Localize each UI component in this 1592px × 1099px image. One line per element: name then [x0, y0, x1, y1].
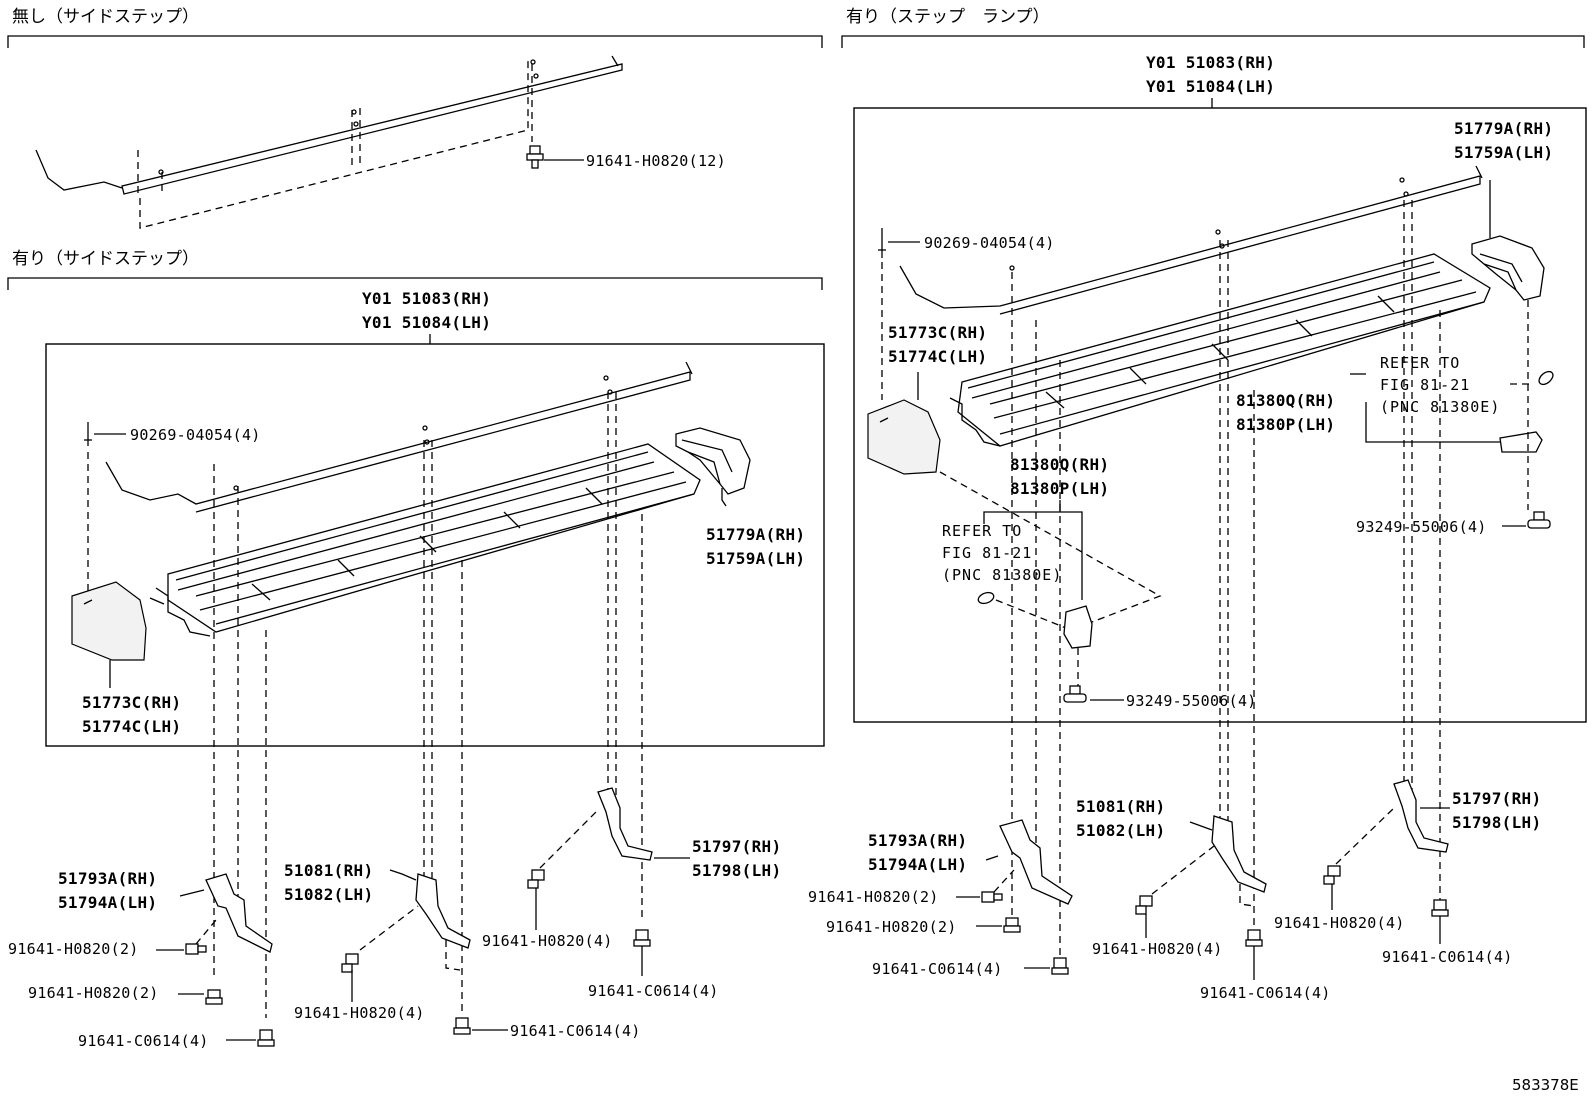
section-bracket-with-lamp	[841, 35, 1585, 48]
bolt-icon	[453, 1017, 471, 1035]
part-number-bolt-c-a: 91641-C0614(4)	[78, 1032, 209, 1050]
part-number-bracket-b-lamp-rh: 51081(RH)	[1076, 797, 1165, 816]
bolt-icon	[981, 891, 1003, 903]
lamp-bolt-icon	[1527, 511, 1551, 529]
part-number-end-rear-lamp-rh: 51773C(RH)	[888, 323, 987, 342]
section-title-no-step: 無し（サイドステップ）	[12, 7, 199, 27]
section-title-with-lamp: 有り（ステップ ランプ）	[846, 7, 1050, 27]
part-number-bracket-c-lh: 51798(LH)	[692, 861, 781, 880]
step-bracket-b	[415, 873, 471, 949]
part-number-end-rear-lh: 51774C(LH)	[82, 717, 181, 736]
part-number-bracket-a-rh: 51793A(RH)	[58, 869, 157, 888]
side-step-board	[149, 443, 701, 637]
screw-icon	[84, 422, 92, 446]
refer-note-2-line1: REFER TO	[942, 522, 1022, 540]
section-bracket-no-step	[7, 35, 823, 48]
figure-code: 583378E	[1512, 1076, 1579, 1094]
bolt-icon	[1051, 957, 1069, 975]
bolt-icon	[205, 989, 223, 1005]
step-bracket-b-lamp	[1211, 815, 1267, 893]
part-number-bolt-c-lamp-a: 91641-C0614(4)	[872, 960, 1003, 978]
bolt-icon	[1003, 917, 1021, 933]
part-number-bolt-h-a1: 91641-H0820(2)	[8, 940, 139, 958]
part-number-bracket-a-lh: 51794A(LH)	[58, 893, 157, 912]
bolt-icon	[633, 929, 651, 947]
part-number-bracket-b-lh: 51082(LH)	[284, 885, 373, 904]
part-number-lamp-front-rh: 81380Q(RH)	[1236, 391, 1335, 410]
part-number-bracket-c-lamp-lh: 51798(LH)	[1452, 813, 1541, 832]
part-number-lamp-bolt-rear: 93249-55006(4)	[1126, 692, 1257, 710]
part-number-bolt-h-c: 91641-H0820(4)	[482, 932, 613, 950]
part-number-bolt-12: 91641-H0820(12)	[586, 152, 726, 170]
part-number-bolt-c-c: 91641-C0614(4)	[588, 982, 719, 1000]
part-number-bolt-h-lamp-b: 91641-H0820(4)	[1092, 940, 1223, 958]
lamp-bolt-icon	[1063, 685, 1087, 703]
part-number-bolt-c-lamp-b: 91641-C0614(4)	[1200, 984, 1331, 1002]
bolt-icon	[526, 145, 544, 169]
refer-note-2-line3: (PNC 81380E)	[942, 566, 1062, 584]
part-number-screw: 90269-04054(4)	[130, 426, 261, 444]
step-bracket-c	[597, 787, 653, 861]
part-number-bolt-h-lamp-c: 91641-H0820(4)	[1274, 914, 1405, 932]
part-number-bolt-h-lamp-a2: 91641-H0820(2)	[826, 918, 957, 936]
step-bracket-a-lamp	[999, 819, 1073, 905]
assembly-frame-with-step	[45, 343, 825, 747]
part-number-bracket-b-rh: 51081(RH)	[284, 861, 373, 880]
step-end-cap-front	[675, 427, 751, 495]
bolt-icon	[257, 1029, 275, 1047]
bolt-icon	[1323, 865, 1341, 885]
bolt-icon	[1135, 895, 1153, 915]
part-number-bolt-c-lamp-c: 91641-C0614(4)	[1382, 948, 1513, 966]
part-number-lamp-rear-lh: 81380P(LH)	[1010, 479, 1109, 498]
bolt-icon	[1245, 929, 1263, 947]
part-number-end-front-lh: 51759A(LH)	[706, 549, 805, 568]
step-bracket-a	[205, 873, 273, 953]
part-number-end-front-lamp-lh: 51759A(LH)	[1454, 143, 1553, 162]
part-number-bracket-c-rh: 51797(RH)	[692, 837, 781, 856]
rocker-rail-no-step	[35, 55, 623, 229]
part-number-bracket-a-lamp-rh: 51793A(RH)	[868, 831, 967, 850]
step-lamp-rear	[1063, 605, 1093, 649]
part-number-bolt-c-b: 91641-C0614(4)	[510, 1022, 641, 1040]
step-lamp-front	[1499, 431, 1543, 453]
part-number-bracket-b-lamp-lh: 51082(LH)	[1076, 821, 1165, 840]
step-end-cap-rear-lamp	[867, 399, 941, 475]
rocker-panel-line-lamp	[899, 175, 1481, 315]
bolt-icon	[1431, 899, 1449, 917]
part-number-bracket-a-lamp-lh: 51794A(LH)	[868, 855, 967, 874]
part-number-lamp-rear-rh: 81380Q(RH)	[1010, 455, 1109, 474]
lamp-bulb-icon	[977, 591, 995, 605]
refer-note-1-line1: REFER TO	[1380, 354, 1460, 372]
part-number-end-front-rh: 51779A(RH)	[706, 525, 805, 544]
assembly-number-lh: Y01 51084(LH)	[362, 313, 491, 332]
assembly-number-lamp-rh: Y01 51083(RH)	[1146, 53, 1275, 72]
part-number-end-rear-lamp-lh: 51774C(LH)	[888, 347, 987, 366]
part-number-bolt-h-a2: 91641-H0820(2)	[28, 984, 159, 1002]
bolt-icon	[185, 943, 207, 955]
part-number-lamp-front-lh: 81380P(LH)	[1236, 415, 1335, 434]
part-number-lamp-bolt-front: 93249-55006(4)	[1356, 518, 1487, 536]
assembly-number-rh: Y01 51083(RH)	[362, 289, 491, 308]
assembly-number-lamp-lh: Y01 51084(LH)	[1146, 77, 1275, 96]
bolt-icon	[527, 869, 545, 889]
refer-note-1-line2: FIG 81-21	[1380, 376, 1470, 394]
part-number-bracket-c-lamp-rh: 51797(RH)	[1452, 789, 1541, 808]
part-number-end-rear-rh: 51773C(RH)	[82, 693, 181, 712]
part-number-bolt-h-b: 91641-H0820(4)	[294, 1004, 425, 1022]
section-bracket-with-step	[7, 277, 823, 290]
lamp-bulb-icon	[1538, 370, 1554, 386]
screw-icon	[878, 228, 886, 258]
part-number-end-front-lamp-rh: 51779A(RH)	[1454, 119, 1553, 138]
side-step-board-lamp	[949, 253, 1491, 447]
step-end-cap-rear	[71, 581, 147, 661]
step-bracket-c-lamp	[1393, 779, 1449, 853]
bolt-icon	[341, 953, 359, 973]
rocker-panel-line	[105, 371, 691, 513]
part-number-screw-lamp: 90269-04054(4)	[924, 234, 1055, 252]
section-title-with-step: 有り（サイドステップ）	[12, 249, 199, 269]
step-end-cap-front-lamp	[1471, 235, 1545, 301]
refer-note-2-line2: FIG 81-21	[942, 544, 1032, 562]
part-number-bolt-h-lamp-a1: 91641-H0820(2)	[808, 888, 939, 906]
